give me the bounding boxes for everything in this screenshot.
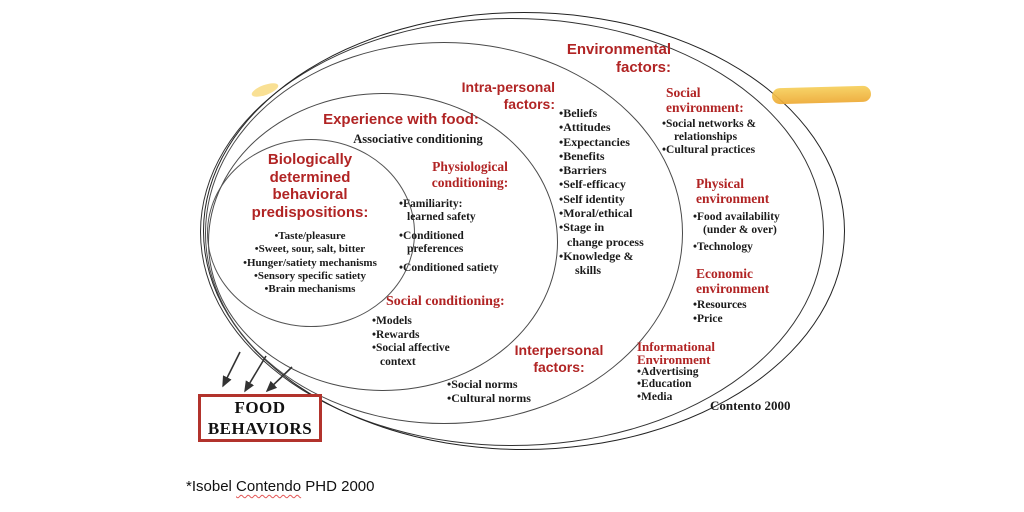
section-title-physiological-conditioning: Physiological conditioning:: [413, 159, 527, 191]
ring-title-environmental-line1: Environmental: [566, 41, 671, 58]
ellipse-environmental-factors: [203, 12, 845, 450]
list-item: •Advertising: [637, 366, 699, 378]
list-item: •Knowledge &: [559, 248, 634, 263]
list-interpersonal-factors: •Social norms •Cultural norms: [447, 377, 547, 405]
bio-title-line1: Biologically: [267, 151, 353, 168]
list-item: •Cultural norms: [447, 391, 531, 405]
informational-environment-line2: Environment: [637, 351, 711, 367]
food-behaviors-line2: BEHAVIORS: [207, 419, 313, 438]
food-behaviors-box: FOOD BEHAVIORS: [198, 394, 322, 442]
list-item: •Expectancies: [559, 134, 630, 149]
list-item: •Attitudes: [559, 120, 611, 135]
social-environment-line1: Social: [666, 85, 701, 100]
list-item: preferences: [407, 242, 464, 255]
highlighter-streak: [771, 85, 872, 105]
list-item: •Self identity: [559, 191, 625, 206]
intrapersonal-title-line1: Intra-personal: [461, 79, 555, 95]
list-item: •Taste/pleasure: [274, 230, 346, 242]
slide-caption: *Isobel Contendo PHD 2000: [186, 478, 374, 495]
list-economic-environment: •Resources •Price: [693, 298, 783, 326]
list-item: change process: [567, 234, 644, 249]
list-informational-environment: •Advertising •Education •Media: [637, 366, 732, 403]
list-intrapersonal-factors: •Beliefs •Attitudes •Expectancies •Benef…: [559, 106, 667, 278]
list-item: •Technology: [693, 241, 753, 253]
list-item: •Social networks &: [662, 118, 757, 130]
caption-prefix: *Isobel: [186, 478, 237, 495]
arrows-to-food-behaviors-icon: [222, 351, 293, 393]
list-item: •Beliefs: [559, 106, 598, 120]
ring-title-experience-with-food: Experience with food:: [323, 111, 479, 128]
list-item: •Price: [693, 313, 723, 325]
ellipse-biological-predispositions: [207, 139, 415, 327]
list-item: •Barriers: [559, 163, 607, 178]
list-item: (under & over): [703, 223, 777, 236]
list-item: relationships: [674, 131, 738, 143]
attribution-contento: Contento 2000: [710, 398, 791, 413]
intrapersonal-title-line2: factors:: [503, 96, 555, 112]
list-item: •Brain mechanisms: [264, 283, 356, 296]
list-item: learned safety: [407, 210, 476, 223]
list-social-conditioning: •Models •Rewards •Social affective conte…: [372, 315, 482, 369]
list-item: •Hunger/satiety mechanisms: [243, 256, 377, 269]
informational-environment-line1: Informational: [637, 339, 715, 354]
interpersonal-title-line1: Interpersonal: [514, 342, 604, 358]
list-item: •Moral/ethical: [559, 206, 633, 221]
section-title-social-environment: Social environment:: [666, 85, 766, 115]
interpersonal-title-line2: factors:: [533, 359, 585, 375]
ring-title-interpersonal: Interpersonal factors:: [504, 342, 614, 376]
list-item: •Models: [372, 315, 412, 327]
bio-title-line2: determined: [269, 168, 351, 186]
food-behaviors-line1: FOOD: [234, 398, 286, 417]
list-physical-environment: •Food availability (under & over) •Techn…: [693, 211, 805, 254]
arrow-icon: [265, 366, 293, 393]
list-item: •Education: [637, 378, 692, 391]
subtitle-associative-conditioning: Associative conditioning: [353, 132, 483, 146]
arrow-icon: [244, 355, 267, 393]
arrow-icon: [222, 351, 241, 388]
list-item: •Sensory specific satiety: [254, 269, 366, 282]
ring-title-environmental: Environmental factors:: [543, 41, 671, 77]
list-item: context: [380, 355, 416, 368]
section-title-physical-environment: Physical environment: [696, 176, 791, 206]
list-biological-predispositions: •Taste/pleasure •Sweet, sour, salt, bitt…: [222, 230, 398, 296]
social-environment-line2: environment:: [666, 100, 744, 115]
list-item: •Self-efficacy: [559, 177, 626, 192]
list-item: •Social affective: [372, 342, 450, 354]
list-item: •Benefits: [559, 148, 605, 163]
list-item: skills: [575, 263, 602, 278]
list-item: •Conditioned: [399, 230, 464, 242]
physical-environment-line1: Physical: [696, 176, 745, 191]
list-social-environment: •Social networks & relationships •Cultur…: [662, 118, 780, 157]
ellipse-intrapersonal-factors: [205, 42, 683, 424]
list-item: •Stage in: [559, 220, 605, 235]
list-item: •Sweet, sour, salt, bitter: [254, 243, 366, 256]
list-item: •Resources: [693, 299, 747, 311]
economic-environment-line1: Economic: [696, 266, 753, 281]
list-item: •Food availability: [693, 211, 780, 223]
ring-title-environmental-line2: factors:: [615, 59, 671, 76]
list-item: •Rewards: [372, 328, 420, 341]
ring-title-intrapersonal: Intra-personal factors:: [418, 79, 555, 113]
section-title-economic-environment: Economic environment: [696, 266, 791, 296]
physiological-title-line2: conditioning:: [431, 175, 509, 190]
list-item: •Media: [637, 390, 673, 403]
physical-environment-line2: environment: [696, 191, 770, 206]
list-item: •Familiarity:: [399, 198, 463, 210]
economic-environment-line2: environment: [696, 281, 770, 296]
caption-misspelled-word: Contendo: [236, 478, 302, 495]
list-item: •Cultural practices: [662, 144, 756, 156]
physiological-title-line1: Physiological: [432, 159, 508, 174]
section-title-informational-environment: Informational Environment: [637, 339, 747, 367]
section-title-social-conditioning: Social conditioning:: [386, 294, 505, 309]
bio-title-line4: predispositions:: [251, 203, 369, 221]
bio-title-line3: behavioral: [272, 186, 348, 203]
ring-title-biological-predispositions: Biologically determined behavioral predi…: [228, 151, 392, 221]
list-item: •Social norms: [447, 377, 518, 391]
list-item: •Conditioned satiety: [399, 262, 499, 274]
caption-suffix: PHD 2000: [301, 478, 375, 495]
list-physiological-conditioning: •Familiarity: learned safety •Conditione…: [399, 198, 529, 275]
